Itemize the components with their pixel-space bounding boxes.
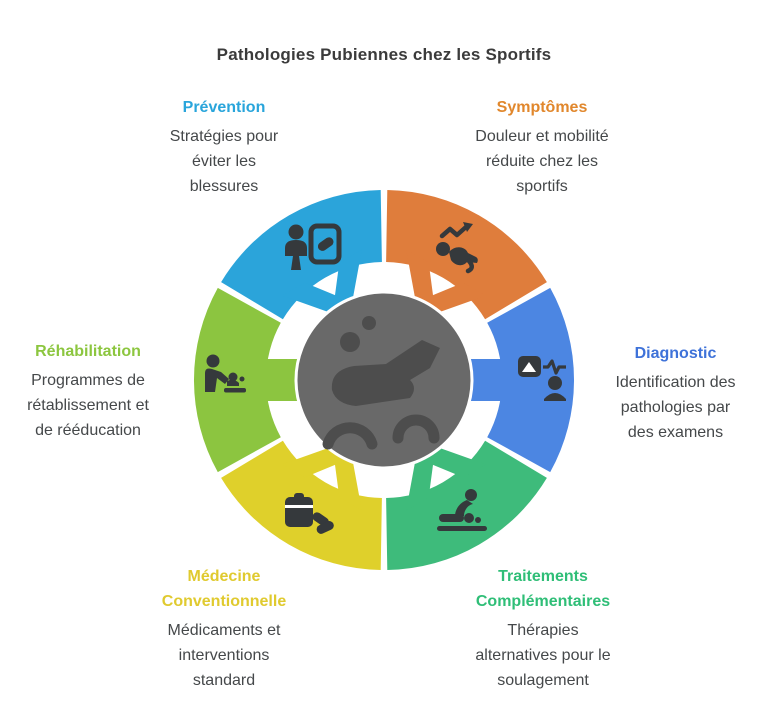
segment-label-diagnostic: Diagnostic Identification des pathologie…: [588, 341, 763, 445]
injured-athlete-icon: [436, 222, 478, 274]
segment-arc: [193, 287, 281, 473]
segment-heading: Médecine Conventionnelle: [161, 568, 287, 610]
swimmer-icon: [322, 316, 440, 450]
segment-heading: Traitements Complémentaires: [475, 568, 611, 610]
coach-presentation-icon: [285, 223, 342, 270]
segment-rehabilitation: [193, 287, 302, 473]
medical-imaging-icon: [518, 356, 566, 401]
segment-description: Douleur et mobilité réduite chez les spo…: [475, 128, 609, 195]
segment-label-prevention: Prévention Stratégies pour éviter les bl…: [124, 95, 324, 199]
massage-therapy-icon: [437, 489, 487, 531]
segment-description: Stratégies pour éviter les blessures: [169, 128, 279, 195]
page-title: Pathologies Pubiennes chez les Sportifs: [216, 45, 552, 64]
first-aid-kit-icon: [285, 493, 334, 534]
segment-label-symptomes: Symptômes Douleur et mobilité réduite ch…: [442, 95, 642, 199]
segment-heading: Prévention: [182, 99, 266, 116]
segment-heading: Diagnostic: [634, 345, 717, 362]
segment-description: Thérapies alternatives pour le soulageme…: [475, 622, 611, 689]
segment-description: Médicaments et interventions standard: [167, 622, 281, 689]
segment-arc: [487, 287, 575, 473]
inward-connector: [264, 359, 302, 401]
segment-heading: Symptômes: [496, 99, 588, 116]
segment-description: Programmes de rétablissement et de réédu…: [27, 372, 149, 439]
segment-heading: Réhabilitation: [35, 343, 141, 360]
cycle-wheel-diagram: [193, 190, 575, 570]
segment-label-medecine: Médecine Conventionnelle Médicaments et …: [124, 564, 324, 693]
segment-label-traitements: Traitements Complémentaires Thérapies al…: [443, 564, 643, 693]
physiotherapy-icon: [205, 354, 246, 393]
segment-diagnostic: [466, 287, 575, 473]
segment-label-rehabilitation: Réhabilitation Programmes de rétablissem…: [2, 339, 174, 443]
inward-connector: [466, 359, 504, 401]
segment-description: Identification des pathologies par des e…: [615, 374, 736, 441]
